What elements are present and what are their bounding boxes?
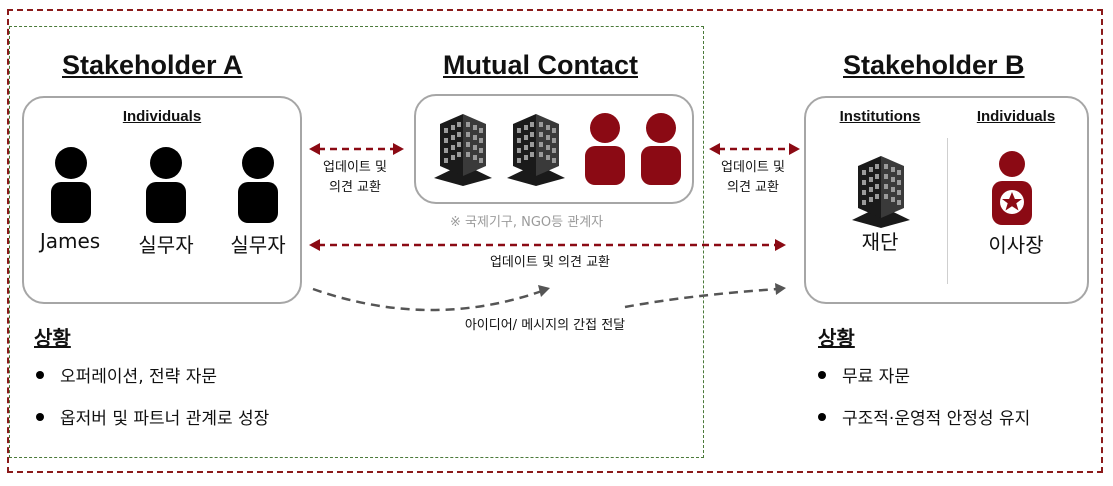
stakeholder-a-title: Stakeholder A: [62, 50, 243, 80]
update-label-left: 업데이트 및 의견 교환: [323, 160, 387, 195]
person-icon: [641, 113, 681, 185]
stakeholder-a-box: Individuals James 실무자 실무자: [22, 96, 302, 304]
situation-b-item: 구조적·운영적 안정성 유지: [818, 404, 1030, 429]
outer-dashed-frame: [7, 9, 1103, 473]
situation-a-item: 오퍼레이션, 전략 자문: [36, 362, 217, 387]
situation-b-item: 무료 자문: [818, 362, 910, 387]
update-label-long: 업데이트 및 의견 교환: [489, 255, 611, 270]
bullet-dot: [36, 371, 44, 379]
indirect-arrow-mutual-b: [624, 287, 779, 309]
individual-name: 이사장: [988, 233, 1044, 257]
mutual-contact-title: Mutual Contact: [443, 50, 638, 80]
situation-a-title: 상황: [34, 326, 71, 350]
column-divider: [947, 138, 948, 284]
bullet-dot: [36, 413, 44, 421]
stakeholder-b-box: Institutions Individuals 재단 이사장: [804, 96, 1089, 304]
inner-dashed-frame: [9, 26, 704, 458]
update-label-right: 업데이트 및 의견 교환: [721, 160, 785, 195]
institutions-label: Institutions: [839, 108, 921, 125]
person-icon: [51, 147, 91, 223]
mutual-contact-note: ※ 국제기구, NGO등 관계자: [450, 215, 604, 230]
person-icon: [585, 113, 625, 185]
person-icon: [146, 147, 186, 223]
person-name: 실무자: [230, 233, 286, 257]
institution-name: 재단: [861, 230, 899, 254]
building-icon: [852, 156, 910, 228]
stakeholder-a-individuals-label: Individuals: [122, 108, 202, 125]
situation-a-item: 옵저버 및 파트너 관계로 성장: [36, 404, 269, 429]
building-icon: [434, 114, 492, 186]
person-name: 실무자: [138, 233, 194, 257]
person-with-star-icon: [992, 151, 1032, 225]
mutual-contact-box: [414, 94, 694, 204]
indirect-ideas-label: 아이디어/ 메시지의 간접 전달: [464, 318, 626, 333]
situation-b-title: 상황: [818, 326, 855, 350]
person-name: James: [39, 229, 101, 253]
stakeholder-b-title: Stakeholder B: [843, 50, 1025, 80]
stakeholder-b-individuals-label: Individuals: [976, 108, 1056, 125]
bullet-dot: [818, 413, 826, 421]
building-icon: [507, 114, 565, 186]
bullet-dot: [818, 371, 826, 379]
person-icon: [238, 147, 278, 223]
indirect-arrow-a-mutual: [312, 287, 543, 312]
